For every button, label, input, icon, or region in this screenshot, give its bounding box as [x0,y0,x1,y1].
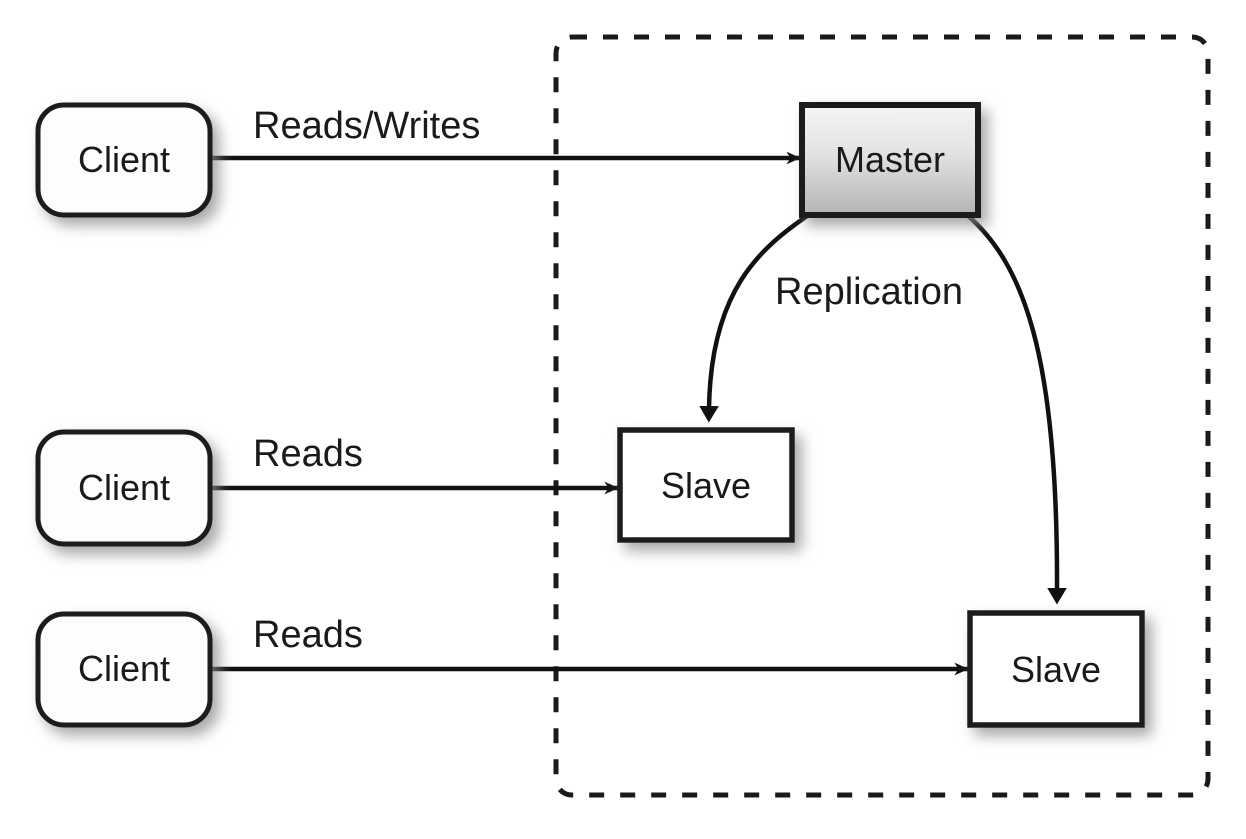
node-client-3[interactable]: Client [35,611,213,728]
slave-2-label: Slave [1011,649,1101,690]
node-client-2[interactable]: Client [35,429,213,547]
node-client-1[interactable]: Client [35,102,213,218]
node-slave-2[interactable]: Slave [967,610,1145,728]
client-1-shape [35,102,213,218]
slave-1-shape [617,427,795,543]
edge-master-slave2-curve [964,212,1067,605]
client-3-shape [35,611,213,728]
node-slave-1[interactable]: Slave [617,427,795,543]
datastore-boundary [553,34,1211,798]
client-2-label: Client [78,467,170,508]
master-shape [799,102,981,218]
edge-label-reads-writes: Reads/Writes [253,105,480,147]
edge-label-reads-3: Reads [253,614,363,656]
client-1-label: Client [78,139,170,180]
edge-label-reads-2: Reads [253,433,363,475]
slave-1-label: Slave [661,465,751,506]
edge-master-slave1-curve [699,212,812,423]
slave-2-shape [967,610,1145,728]
client-2-shape [35,429,213,547]
client-3-label: Client [78,648,170,689]
master-label: Master [835,139,945,180]
node-master[interactable]: Master [799,102,981,218]
edge-label-replication: Replication [775,271,963,313]
